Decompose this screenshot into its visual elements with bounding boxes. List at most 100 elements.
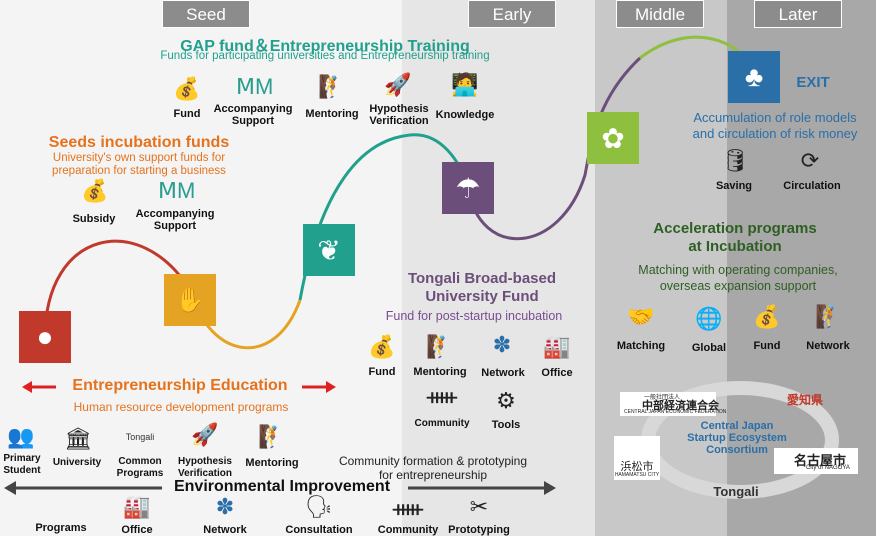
- matching-icon: 🤝: [627, 304, 655, 329]
- accel-item-network: Network: [806, 340, 850, 352]
- exit-item-circulation: Circulation: [783, 180, 841, 192]
- consultation-icon: 🗣: [305, 494, 333, 519]
- tongali-subtitle: Fund for post-startup incubation: [385, 309, 563, 323]
- tongali-item-fund: Fund: [368, 366, 396, 378]
- early-column: [402, 0, 595, 536]
- seeds-item-accompanying: Accompanying Support: [135, 208, 215, 232]
- edu-right-arrow: [302, 381, 336, 393]
- planting-icon: ✋: [164, 274, 216, 326]
- cjef-jp: 中部経済連合会: [642, 400, 719, 412]
- stage-middle: Middle: [616, 0, 704, 28]
- gap-item-mentoring: Mentoring: [305, 108, 359, 120]
- gap-item-knowledge: Knowledge: [435, 109, 495, 121]
- plant-icon: ✿: [587, 112, 639, 164]
- rocket-icon: 🚀: [384, 72, 412, 97]
- watering-icon: ☂: [442, 162, 494, 214]
- accel-network-icon: 🧗: [815, 304, 843, 329]
- edu-item-hypothesis: Hypothesis Verification: [178, 456, 232, 479]
- hamamatsu-logo: 浜松市 HAMAMATSU CITY: [614, 436, 660, 480]
- edu-item-mentoring: Mentoring: [245, 457, 299, 469]
- env-item-programs: Programs: [35, 522, 87, 534]
- exit-subtitle: Accumulation of role models and circulat…: [692, 110, 858, 141]
- consortium-tongali-logo: Tongali: [713, 484, 759, 499]
- env-community-icon: ᚔ: [392, 496, 424, 521]
- env-title: Environmental Improvement: [173, 478, 391, 495]
- nagoya-logo: 名古屋市 City of NAGOYA: [774, 448, 858, 474]
- saving-icon: 🛢: [721, 148, 749, 173]
- tongali-item-mentoring: Mentoring: [413, 366, 467, 378]
- sprout-icon: ❦: [303, 224, 355, 276]
- seeds-title: Seeds incubation funds: [48, 134, 230, 151]
- exit-item-saving: Saving: [715, 180, 753, 192]
- mentoring-icon: 🧗: [318, 74, 346, 99]
- tongali-title: Tongali Broad-based University Fund: [407, 270, 557, 305]
- env-item-prototyping: Prototyping: [448, 524, 510, 536]
- tongali-fund-icon: 💰: [368, 334, 396, 359]
- circulation-icon: ⟳: [800, 148, 820, 173]
- university-icon: 🏛: [64, 426, 92, 451]
- tongali-item-community: Community: [414, 418, 470, 429]
- stage-later: Later: [754, 0, 842, 28]
- tongali-item-network: Network: [481, 367, 525, 379]
- student-icon: 👥: [7, 424, 35, 449]
- seeds-accompanying-icon: ⅯM: [158, 178, 196, 203]
- gap-item-hypothesis: Hypothesis Verification: [369, 103, 429, 127]
- gap-title: GAP fund＆Entrepreneurship Training: [180, 38, 470, 55]
- tools-icon: ⚙: [496, 388, 516, 413]
- env-arrow: [4, 481, 556, 495]
- cjef-en: CENTRAL JAPAN ECONOMIC FEDERATION: [624, 409, 727, 415]
- accel-item-matching: Matching: [616, 340, 666, 352]
- consortium-name: Central Japan Startup Ecosystem Consorti…: [687, 420, 787, 456]
- fund-icon: 💰: [173, 76, 201, 101]
- seeds-subtitle: University's own support funds for prepa…: [52, 152, 226, 177]
- stage-seed: Seed: [162, 0, 250, 28]
- accel-item-global: Global: [691, 342, 727, 354]
- global-icon: 🌐: [695, 306, 723, 331]
- env-item-office: Office: [121, 524, 153, 536]
- gap-item-accompanying: Accompanying Support: [213, 103, 293, 127]
- knowledge-icon: 🧑‍💻: [451, 72, 479, 97]
- seeds-item-subsidy: Subsidy: [72, 213, 116, 225]
- gap-subtitle: Funds for participating universities and…: [160, 50, 490, 62]
- subsidy-icon: 💰: [81, 178, 109, 203]
- tongali-item-tools: Tools: [491, 419, 521, 431]
- cjef-small: 一般社団法人: [644, 395, 681, 401]
- nagoya-jp: 名古屋市: [794, 453, 847, 468]
- edu-left-arrow: [22, 381, 56, 393]
- nagoya-en: City of NAGOYA: [806, 465, 850, 471]
- tongali-small-logo: Tongali: [125, 432, 155, 442]
- tongali-community-icon: ᚔ: [426, 384, 458, 409]
- stage-early: Early: [468, 0, 556, 28]
- tree-icon: ♣: [728, 51, 780, 103]
- tongali-office-icon: 🏭: [543, 334, 571, 359]
- edu-item-primary: Primary Student: [3, 453, 41, 476]
- edu-subtitle: Human resource development programs: [73, 400, 289, 414]
- hamamatsu-en: HAMAMATSU CITY: [614, 472, 660, 478]
- gap-item-fund: Fund: [173, 108, 201, 120]
- edu-item-common: Common Programs: [116, 456, 164, 479]
- tongali-item-office: Office: [541, 367, 573, 379]
- accel-fund-icon: 💰: [753, 304, 781, 329]
- aichi-logo: 愛知県: [786, 393, 823, 407]
- accompanying-icon: ⅯM: [236, 74, 274, 99]
- exit-title: EXIT: [796, 74, 830, 91]
- env-office-icon: 🏭: [123, 494, 151, 519]
- edu-rocket-icon: 🚀: [191, 422, 219, 447]
- env-network-icon: ✽: [215, 494, 235, 519]
- hamamatsu-jp: 浜松市: [620, 461, 654, 473]
- cjef-logo: 一般社団法人 中部経済連合会 CENTRAL JAPAN ECONOMIC FE…: [620, 392, 726, 416]
- tongali-network-icon: ✽: [492, 332, 512, 357]
- accel-title: Acceleration programs at Incubation: [653, 220, 817, 255]
- env-item-community: Community: [377, 524, 439, 536]
- env-item-network: Network: [203, 524, 247, 536]
- edu-title: Entrepreneurship Education: [72, 377, 288, 394]
- accel-subtitle: Matching with operating companies, overs…: [638, 263, 838, 293]
- tongali-mentoring-icon: 🧗: [426, 334, 454, 359]
- accel-item-fund: Fund: [753, 340, 781, 352]
- edu-item-university: University: [52, 457, 102, 468]
- seed-icon: ●: [19, 311, 71, 363]
- env-item-consultation: Consultation: [285, 524, 353, 536]
- prototyping-icon: ✂: [469, 494, 489, 519]
- edu-mentoring-icon: 🧗: [258, 424, 286, 449]
- env-note: Community formation & prototyping for en…: [338, 454, 528, 482]
